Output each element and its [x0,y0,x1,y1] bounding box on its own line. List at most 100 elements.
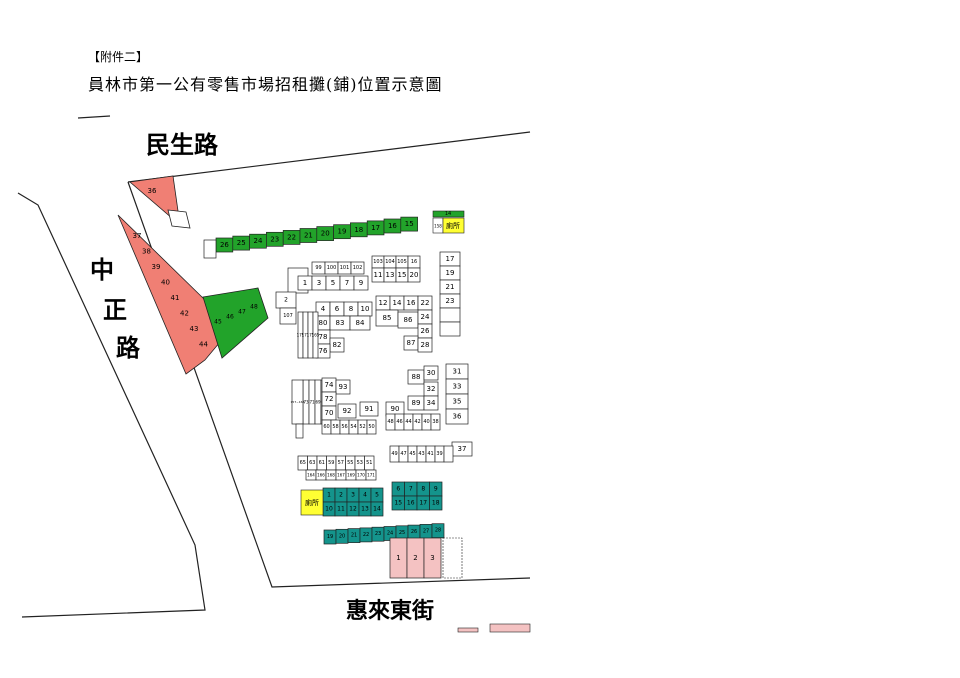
stall-green-23-label: 23 [270,235,279,243]
stall-b2-20-3 [407,267,421,283]
stall-vert-165-label: 165 [312,333,320,338]
stall-red-label-41: 41 [171,294,180,302]
stall-a2-9-4 [353,275,369,291]
stall-teal3-28-label: 28 [435,528,441,534]
minsheng-road-edge-south [127,131,531,183]
stall-b2-11-0-label: 11 [374,271,383,279]
stall-g-51-label: 51 [366,460,372,466]
stall-teal3-23-label: 23 [375,531,381,537]
stall-b2-13-1-label: 13 [386,271,395,279]
road-label-zhongzheng-3: 路 [116,333,141,362]
stall-right-21-2-label: 21 [446,283,455,291]
stall-a2-3-1-label: 3 [317,279,321,287]
stall-teal1-7-label: 7 [409,486,413,493]
stall-g-63-label: 63 [309,460,315,466]
stall-label-158: 158 [434,224,442,229]
stall-b1-103-0-label: 103 [373,259,383,265]
stall-teal3-21-label: 21 [351,533,357,539]
stall-c1-6-1-label: 6 [335,305,340,313]
stall-green-17-label: 17 [371,224,380,232]
stall-e-left-73-label: 73 [303,400,309,405]
stall-h-43-label: 43 [418,451,424,457]
stall-green-24-label: 24 [254,237,263,245]
stall-e-93-label: 93 [339,383,348,391]
stall-c-82-label: 82 [333,341,342,349]
stall-d1-22-3-label: 22 [421,299,430,307]
stall-teal2-15-label: 15 [394,500,402,507]
stall-green-15 [400,216,418,232]
stall-green-mid-48: 48 [250,304,258,311]
stall-vert-179-label: 179 [297,333,305,338]
stall-d-87-label: 87 [407,339,416,347]
road-label-zhongzheng-2: 正 [103,295,127,324]
stall-teal2-12-label: 12 [349,506,357,513]
stall-e-bot-50-label: 50 [368,424,374,430]
stall-e-91 [359,401,379,417]
stall-h-empty [443,445,454,463]
stall-e-92 [337,403,357,419]
stall-far-35-2-label: 35 [453,398,462,406]
stall-a2-9-4-label: 9 [359,279,363,287]
shop-pink-3-label: 3 [430,554,434,562]
stall-g-57-label: 57 [338,460,344,466]
stall-g2-170-label: 170 [357,473,365,478]
stall-e-bot-58-label: 58 [332,424,338,430]
stall-red-label-38: 38 [142,248,151,256]
stall-green-19-label: 19 [338,228,347,236]
road-label-minsheng: 民生路 [146,130,219,159]
stall-green-14 [432,210,465,218]
stall-teal2-17-label: 17 [419,500,427,507]
road-label-zhongzheng-1: 中 [90,255,114,284]
stall-right-23-3-label: 23 [446,297,455,305]
stall-e-92-label: 92 [343,407,352,415]
stall-e-74-label: 74 [325,381,334,389]
stall-c-76-label: 76 [319,347,328,355]
stall-label-36: 36 [148,187,157,195]
stall-red-label-37: 37 [133,232,142,240]
stall-teal1-3-label: 3 [351,492,355,499]
stall-right-empty-2 [439,321,461,337]
bottom-edge-pink-2 [489,623,531,633]
toilet-top-label: 廁所 [446,221,460,230]
stall-a1-100-1-label: 100 [327,265,337,271]
stall-teal2-14-label: 14 [373,506,381,513]
stall-green-26-label: 26 [220,241,229,249]
stall-vert-175-label: 175 [307,333,315,338]
stall-red-label-42: 42 [180,310,189,318]
stall-b1-105-2-label: 105 [397,259,407,265]
stall-f-34 [423,395,439,411]
stall-g2-164-label: 164 [307,473,315,478]
stall-teal1-5-label: 5 [375,492,379,499]
shop-pink-1-label: 1 [396,554,400,562]
stall-vert-177-label: 177 [302,333,310,338]
stall-b1-104-1-label: 104 [385,259,395,265]
stall-teal1-9-label: 9 [434,486,438,493]
stall-teal2-18-label: 18 [432,500,440,507]
stall-g2-169-label: 169 [347,473,355,478]
stall-e-bot-54-label: 54 [350,424,356,430]
stall-h-49-label: 49 [391,451,397,457]
stall-vert-165 [312,311,319,359]
stall-e-bot-52-label: 52 [359,424,365,430]
shop-pink-2-label: 2 [413,554,417,562]
stall-f-bot-40-label: 40 [423,419,429,425]
stall-green-21-label: 21 [304,232,313,240]
stall-teal1-4-label: 4 [363,492,367,499]
stall-g-59-label: 59 [328,460,334,466]
stall-d-28-label: 28 [421,341,430,349]
stall-g-61-label: 61 [319,460,325,466]
stall-g-55-label: 55 [347,460,353,466]
stall-left-2-label: 2 [284,297,288,304]
stall-teal1-6-label: 6 [396,486,400,493]
stall-e-72-label: 72 [325,395,334,403]
stall-g2-171-label: 171 [367,473,375,478]
stall-e-bot-56-label: 56 [341,424,347,430]
bottom-edge-pink-1 [457,627,479,633]
pink-shop-row: 1 2 3 [389,537,442,579]
stall-teal3-20-label: 20 [339,533,345,539]
